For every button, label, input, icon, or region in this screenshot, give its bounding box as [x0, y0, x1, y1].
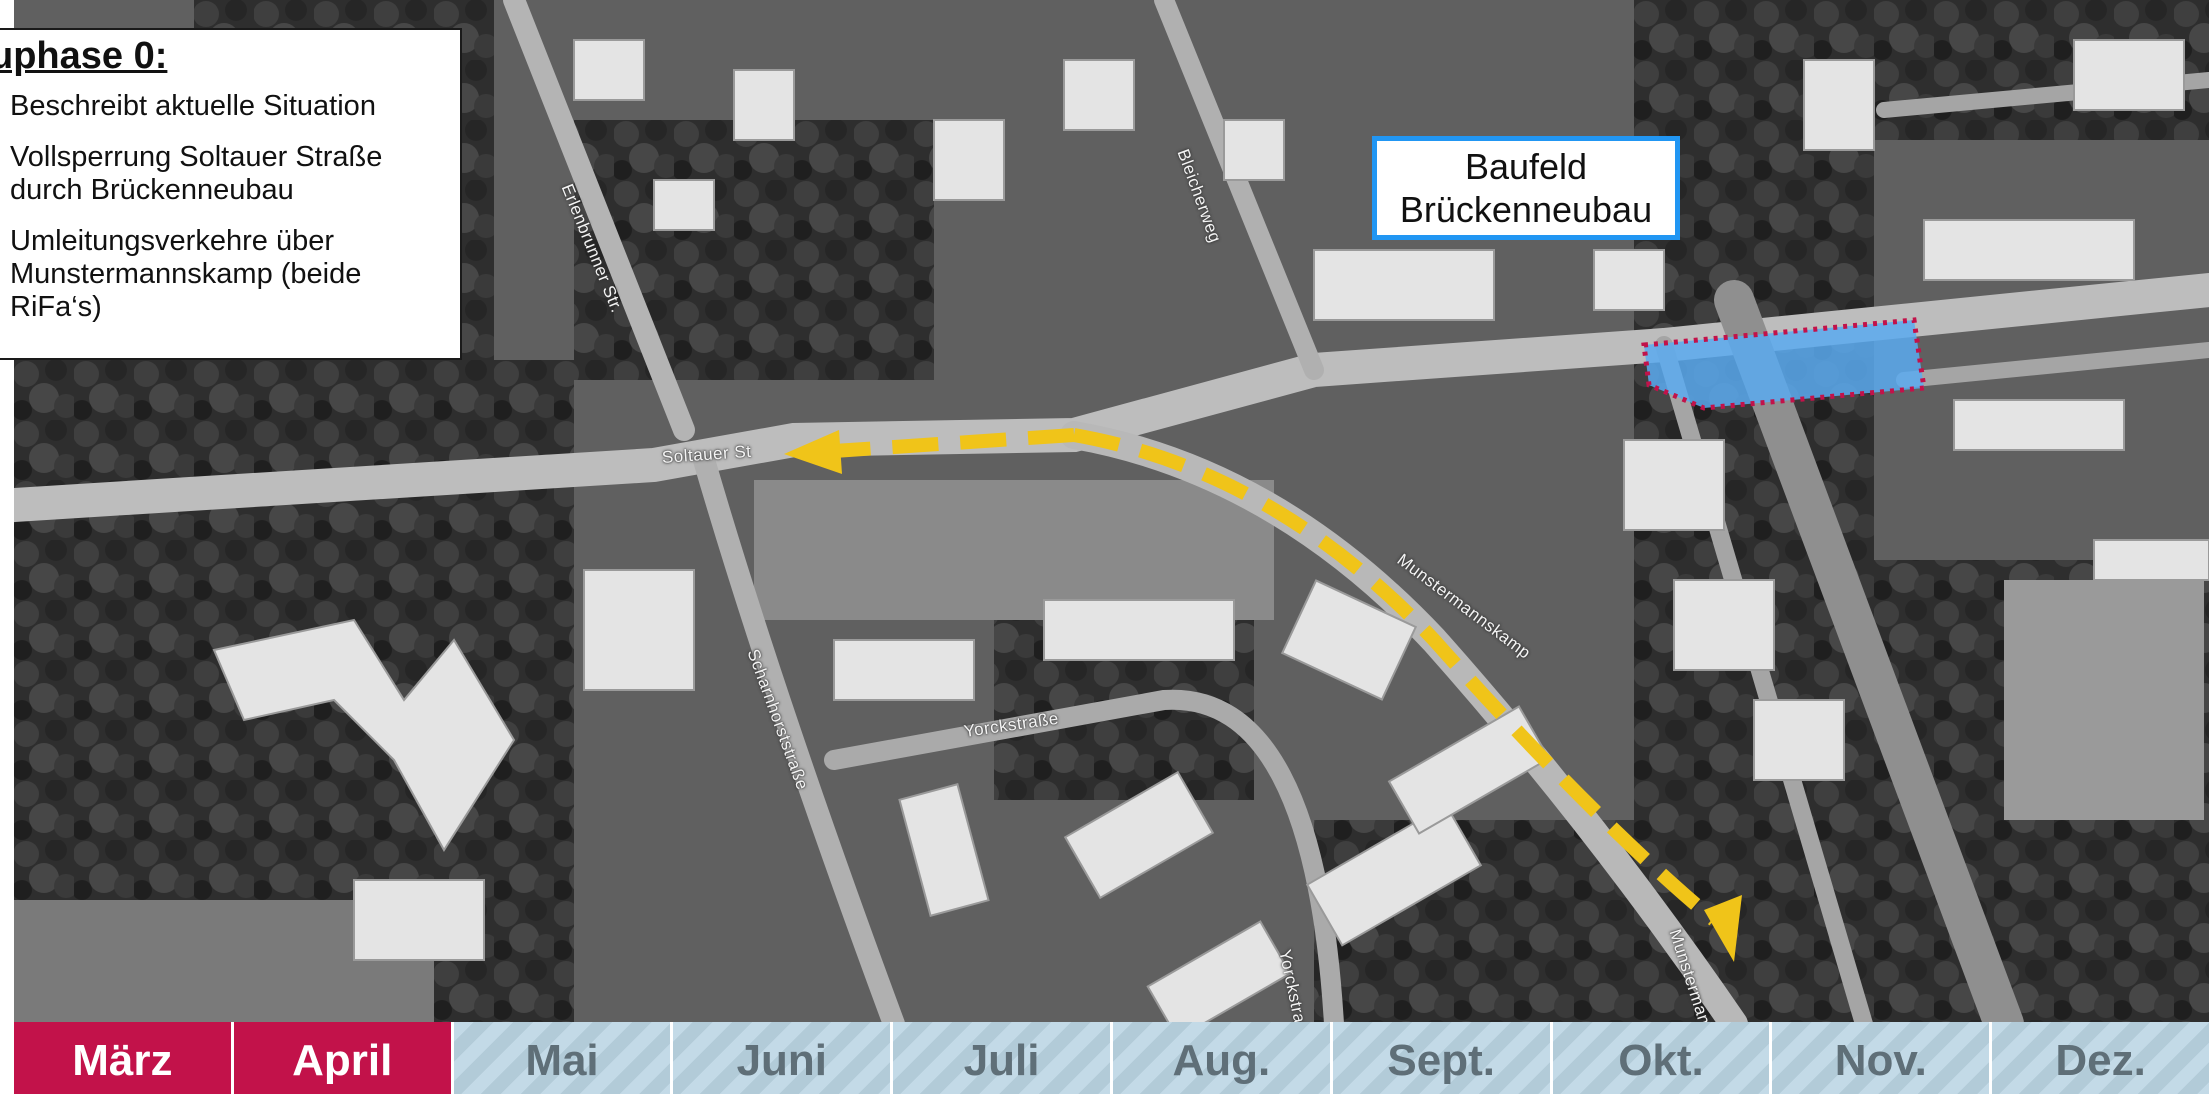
construction-field-label: Baufeld Brückenneubau: [1372, 136, 1680, 240]
phase-info-box: uphase 0: Beschreibt aktuelle Situation …: [0, 28, 462, 360]
month-2[interactable]: April: [230, 1022, 451, 1094]
buildings: [212, 39, 2209, 1024]
month-1[interactable]: März: [14, 1022, 231, 1094]
construction-field-label-text: Baufeld Brückenneubau: [1399, 146, 1653, 230]
phase-item-closure: Vollsperrung Soltauer Straße durch Brück…: [10, 141, 383, 206]
detour-arrowhead-west: [784, 430, 842, 474]
month-7[interactable]: Sept.: [1329, 1022, 1550, 1094]
construction-field: [1641, 317, 1927, 411]
month-3[interactable]: Mai: [450, 1022, 671, 1094]
phase-item-detour: Umleitungsverkehre über Munstermannskamp…: [10, 225, 362, 323]
phase-title: uphase 0:: [0, 35, 168, 77]
detour-route: [833, 428, 1719, 926]
month-10[interactable]: Dez.: [1989, 1022, 2209, 1094]
detour-arrowhead-south: [1704, 895, 1742, 962]
month-8[interactable]: Okt.: [1549, 1022, 1770, 1094]
month-5[interactable]: Juli: [890, 1022, 1110, 1094]
month-4[interactable]: Juni: [670, 1022, 891, 1094]
phase-item-situation: Beschreibt aktuelle Situation: [10, 90, 376, 122]
month-9[interactable]: Nov.: [1769, 1022, 1990, 1094]
month-6[interactable]: Aug.: [1109, 1022, 1330, 1094]
